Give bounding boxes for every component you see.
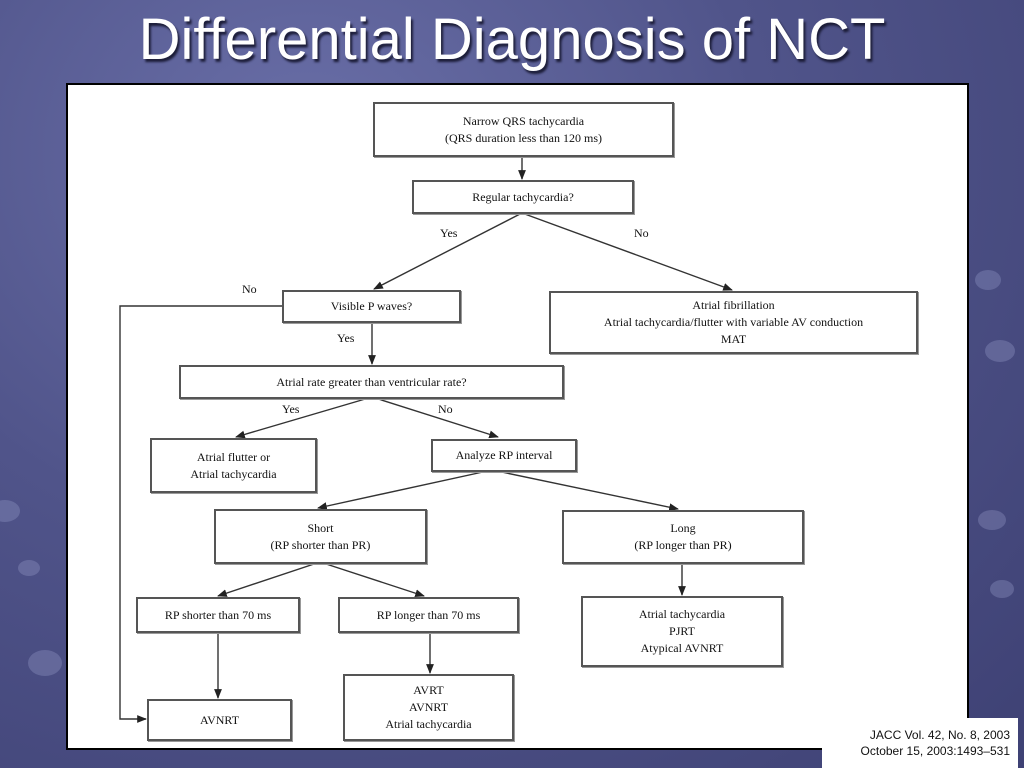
edge-regular-no (521, 212, 733, 291)
label-regular-no: No (634, 226, 649, 240)
label-regular-yes: Yes (440, 226, 458, 240)
edge-rp-long (491, 469, 679, 512)
flowchart-connectors (119, 155, 733, 723)
background-bubble (990, 580, 1014, 598)
node-narrow-qrs: Narrow QRS tachycardia (QRS duration les… (373, 102, 674, 157)
node-atrial-rate: Atrial rate greater than ventricular rat… (179, 365, 564, 399)
background-bubble (985, 340, 1015, 362)
node-avnrt: AVNRT (147, 699, 292, 741)
edge-visible-p-no (119, 305, 282, 723)
edge-rp-short (317, 469, 493, 510)
slide-title: Differential Diagnosis of NCT (138, 7, 886, 72)
edge-short-to-rp-long70 (319, 561, 425, 597)
node-rp-long: Long (RP longer than PR) (562, 510, 804, 564)
background-bubble (28, 650, 62, 676)
node-long-diagnoses: Atrial tachycardia PJRT Atypical AVNRT (581, 596, 783, 667)
node-atrial-fibrillation: Atrial fibrillation Atrial tachycardia/f… (549, 291, 918, 354)
citation-date-pages: October 15, 2003:1493–531 (860, 744, 1010, 758)
node-analyze-rp: Analyze RP interval (431, 439, 577, 472)
label-visible-p-no: No (242, 282, 257, 296)
edge-atrial-rate-no (371, 396, 499, 439)
label-visible-p-yes: Yes (337, 331, 355, 345)
node-avrt-group: AVRT AVNRT Atrial tachycardia (343, 674, 514, 741)
node-rp-longer-70: RP longer than 70 ms (338, 597, 519, 633)
node-atrial-flutter: Atrial flutter or Atrial tachycardia (150, 438, 317, 493)
node-visible-p-waves: Visible P waves? (282, 290, 461, 323)
edge-short-to-rp-short70 (217, 561, 321, 597)
label-atrial-rate-no: No (438, 402, 453, 416)
background-bubble (18, 560, 40, 576)
node-rp-shorter-70: RP shorter than 70 ms (136, 597, 300, 633)
flowchart-panel: Narrow QRS tachycardia (QRS duration les… (66, 83, 969, 750)
label-atrial-rate-yes: Yes (282, 402, 300, 416)
node-rp-short: Short (RP shorter than PR) (214, 509, 427, 564)
edge-regular-yes (373, 212, 523, 290)
background-bubble (0, 500, 20, 522)
citation-journal: JACC Vol. 42, No. 8, 2003 (869, 728, 1010, 742)
node-regular-tachycardia: Regular tachycardia? (412, 180, 634, 214)
citation: JACC Vol. 42, No. 8, 2003 October 15, 20… (822, 718, 1018, 768)
background-bubble (978, 510, 1006, 530)
edge-atrial-rate-yes (235, 396, 373, 439)
background-bubble (975, 270, 1001, 290)
